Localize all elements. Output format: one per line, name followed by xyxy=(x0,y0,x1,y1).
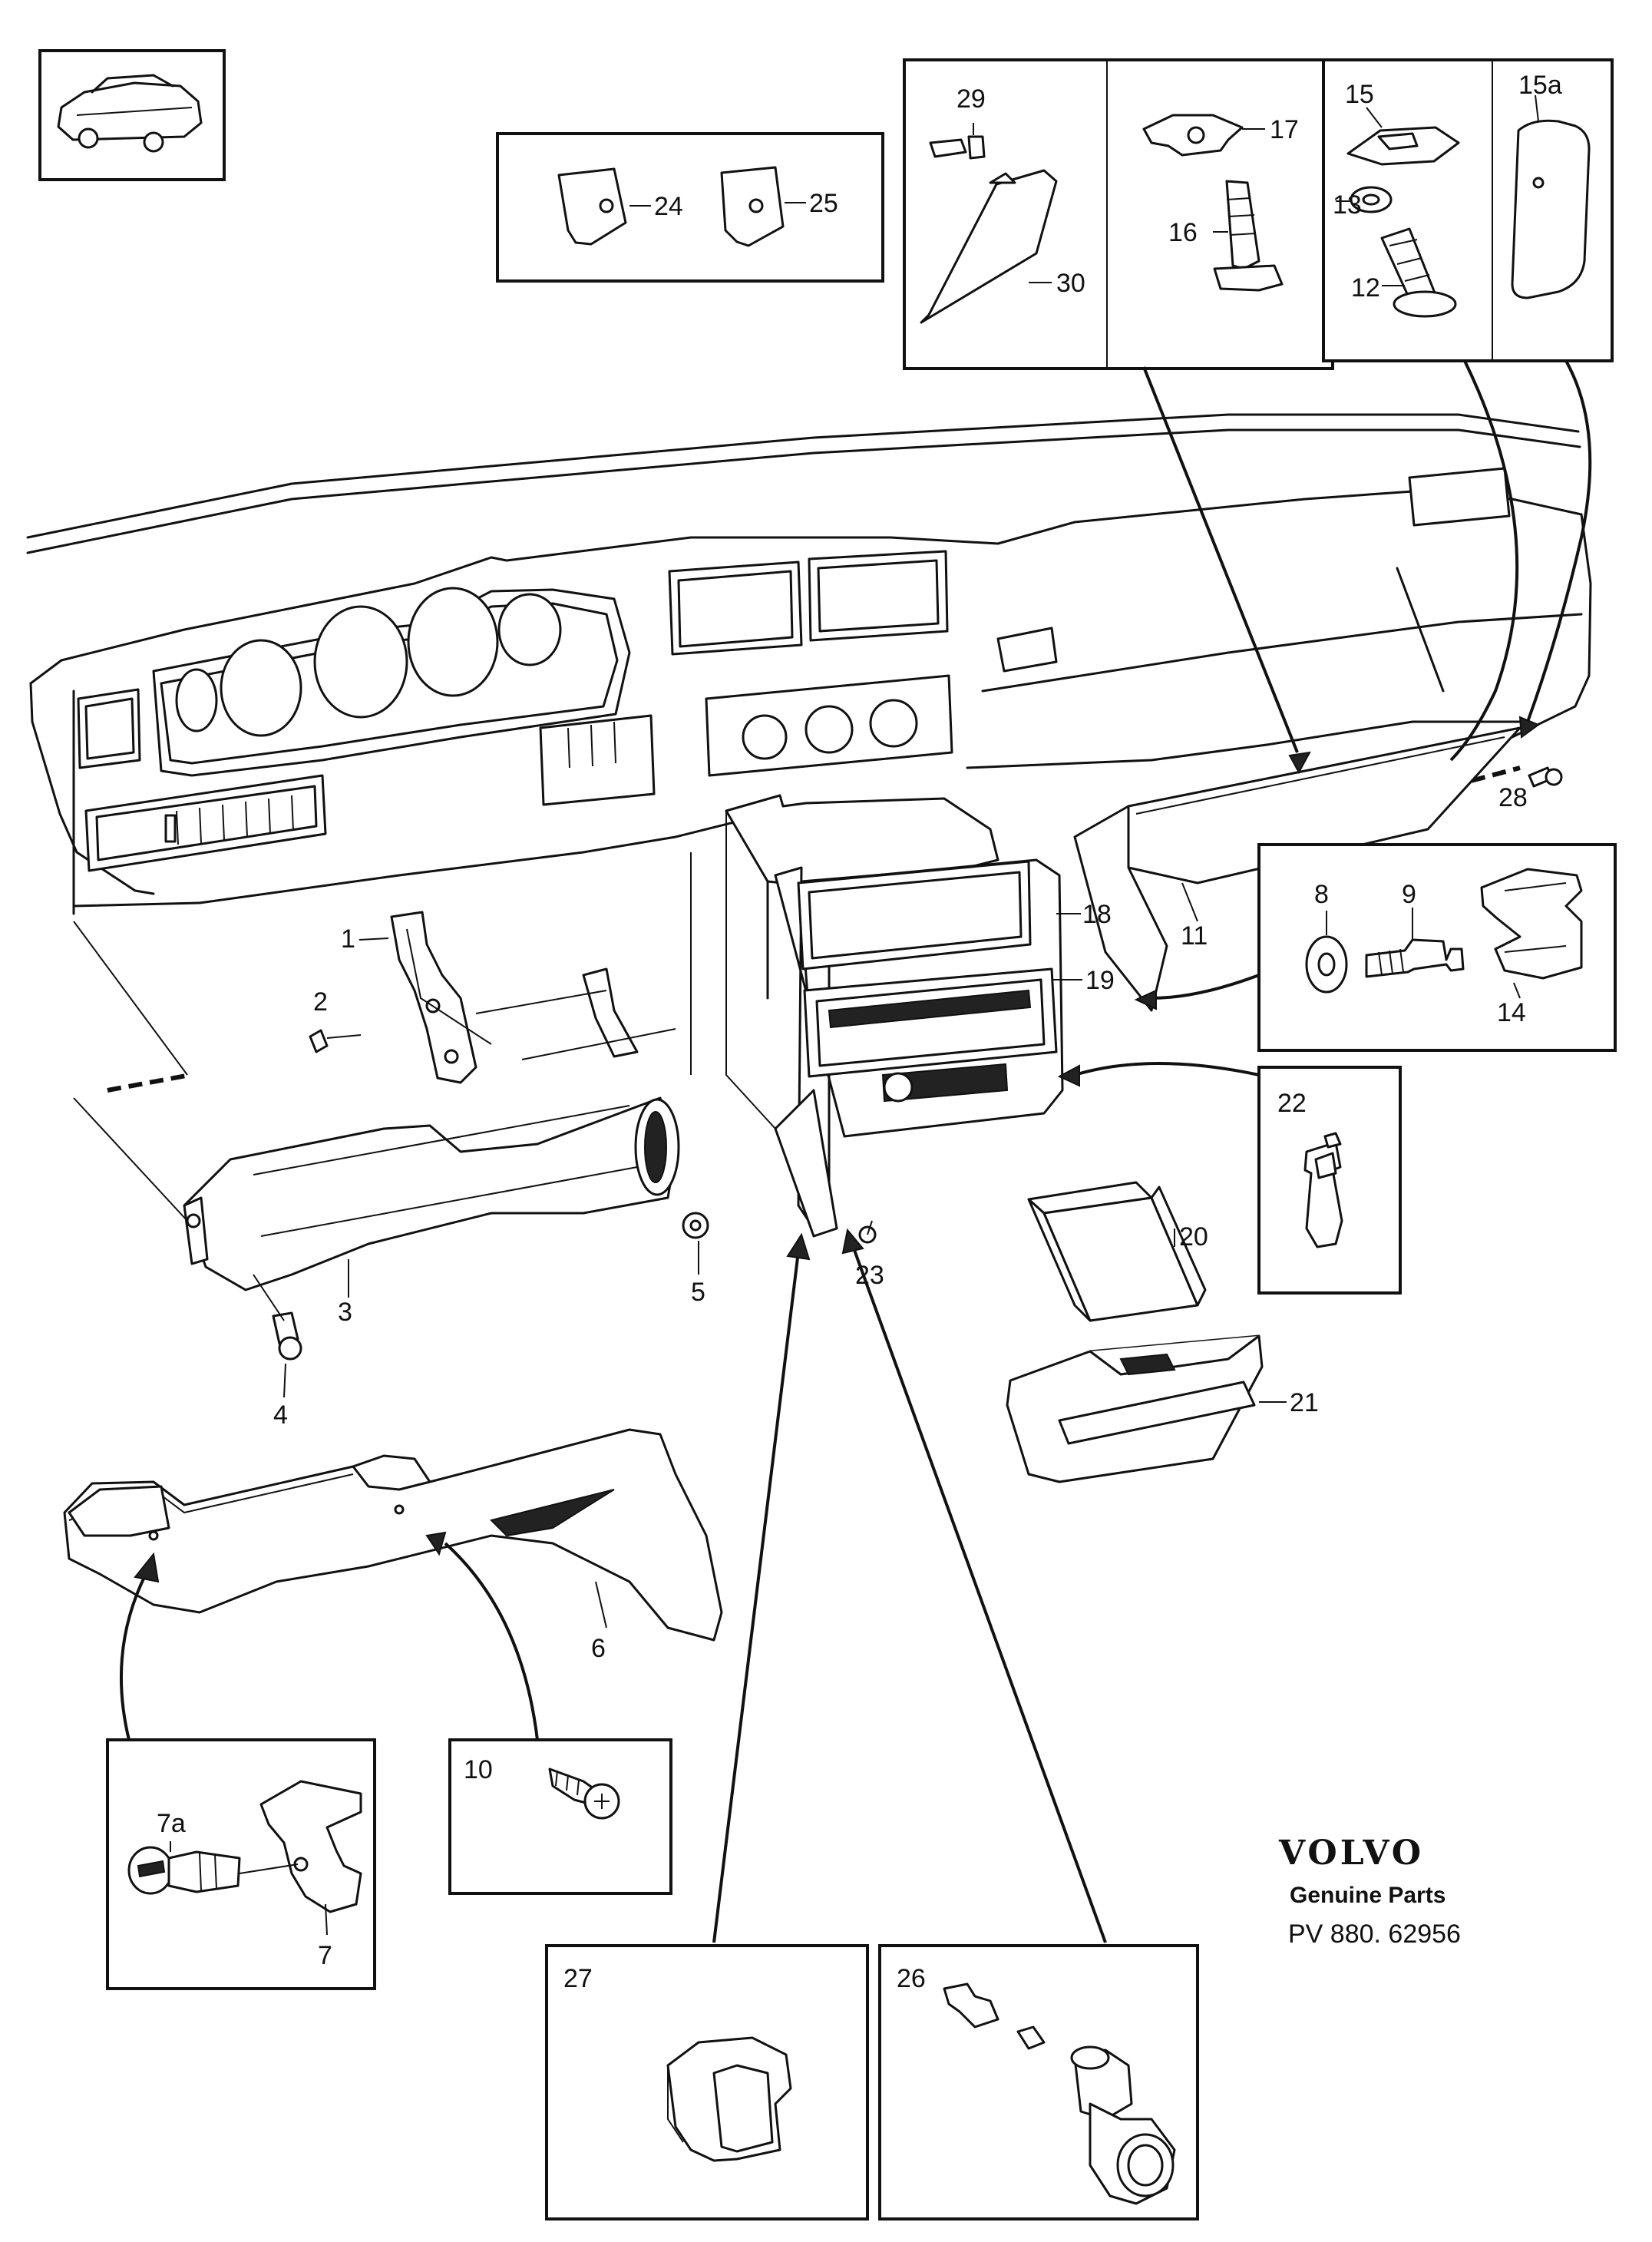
label-20: 20 xyxy=(1179,1222,1208,1252)
brand-subtitle: Genuine Parts xyxy=(1290,1883,1446,1908)
car-thumbnail xyxy=(38,49,226,181)
screw-2 xyxy=(309,1029,362,1053)
label-9: 9 xyxy=(1402,880,1416,909)
label-7: 7 xyxy=(318,1941,332,1970)
brand-name: VOLVO xyxy=(1278,1834,1424,1873)
label-17: 17 xyxy=(1270,115,1299,144)
label-1: 1 xyxy=(341,924,355,954)
label-5: 5 xyxy=(691,1278,705,1307)
label-14: 14 xyxy=(1497,998,1526,1027)
label-13: 13 xyxy=(1333,190,1362,220)
parts-12-13-15-15a-box xyxy=(1322,58,1614,362)
label-24: 24 xyxy=(654,192,683,221)
screw-4 xyxy=(253,1274,302,1361)
label-12: 12 xyxy=(1351,273,1380,303)
parts-8-9-14-box xyxy=(1257,843,1617,1052)
label-7a: 7a xyxy=(157,1809,186,1838)
air-duct-3 xyxy=(183,1096,680,1291)
label-30: 30 xyxy=(1056,269,1085,298)
bulb-22-box xyxy=(1257,1066,1402,1295)
label-2: 2 xyxy=(313,987,328,1017)
label-22: 22 xyxy=(1277,1089,1307,1118)
center-console xyxy=(690,794,1064,1238)
label-25: 25 xyxy=(809,189,838,218)
screw-10-box xyxy=(448,1738,672,1895)
label-11: 11 xyxy=(1181,921,1208,951)
brand-block: VOLVO Genuine Parts PV 880. 62956 xyxy=(1278,1834,1461,1949)
parts-7-7a-box xyxy=(106,1738,376,1990)
label-16: 16 xyxy=(1168,218,1198,247)
clips-24-25-box xyxy=(496,132,884,283)
screw-23 xyxy=(858,1220,877,1244)
glove-box-lid xyxy=(1073,726,1521,1012)
label-29: 29 xyxy=(957,84,986,114)
label-19: 19 xyxy=(1085,966,1115,995)
tray-20 xyxy=(1027,1181,1207,1322)
label-21: 21 xyxy=(1290,1388,1319,1417)
label-6: 6 xyxy=(591,1634,606,1663)
parts-29-30-16-17-box xyxy=(903,58,1334,370)
label-4: 4 xyxy=(273,1400,288,1430)
ashtray-21 xyxy=(1006,1334,1264,1483)
label-3: 3 xyxy=(338,1298,352,1327)
clip-27-box xyxy=(545,1944,869,2221)
label-27: 27 xyxy=(563,1964,593,1993)
label-26: 26 xyxy=(897,1964,926,1993)
lighter-26-box xyxy=(878,1944,1199,2221)
dashed-guide-left xyxy=(107,1073,191,1093)
screw-28 xyxy=(1528,766,1563,788)
label-8: 8 xyxy=(1314,880,1329,909)
lower-panel-6 xyxy=(63,1428,723,1642)
dashboard xyxy=(26,413,1592,1076)
nut-5 xyxy=(682,1212,709,1239)
part-code: PV 880. 62956 xyxy=(1288,1920,1461,1949)
label-28: 28 xyxy=(1498,783,1528,812)
label-15: 15 xyxy=(1345,80,1374,109)
bracket-1 xyxy=(390,911,492,1084)
pointer-arrows xyxy=(119,360,1592,1943)
label-15a: 15a xyxy=(1518,71,1562,100)
label-18: 18 xyxy=(1082,900,1112,929)
label-10: 10 xyxy=(464,1755,493,1784)
